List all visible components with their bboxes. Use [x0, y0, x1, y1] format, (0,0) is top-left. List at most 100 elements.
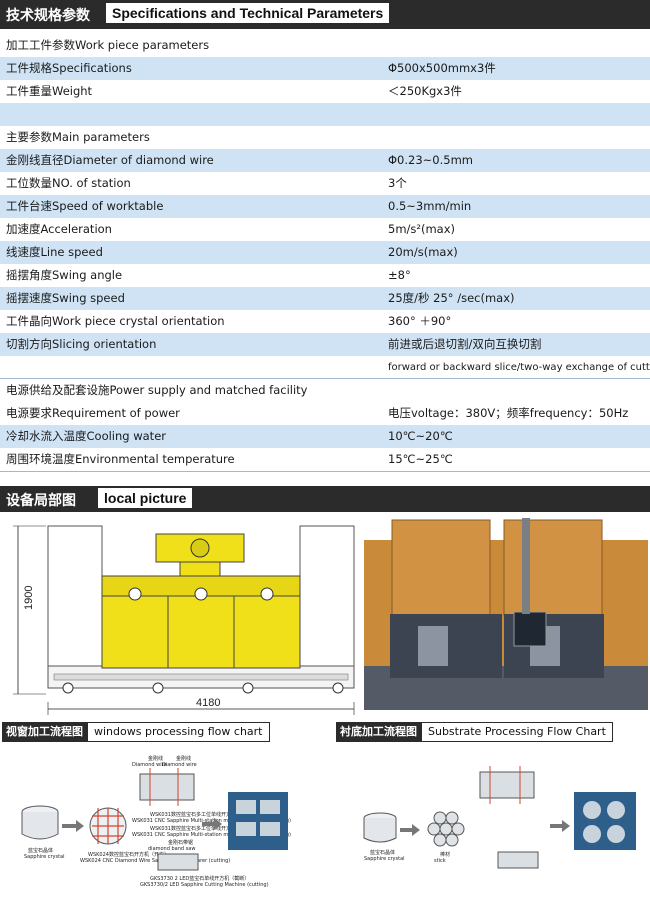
height-dimension: 1900 — [23, 586, 35, 610]
row-label: 金刚线直径Diameter of diamond wire — [6, 153, 214, 167]
flow-crystal-label-en: Sapphire crystal — [364, 856, 405, 862]
stick-cluster — [427, 811, 465, 847]
row-value: Φ500x500mmx3件 — [388, 61, 496, 75]
row-value: 25度/秒 25° /sec(max) — [388, 291, 515, 305]
spec-header-en: Specifications and Technical Parameters — [106, 3, 390, 23]
window-piece — [236, 822, 256, 836]
table-row: 线速度Line speed 20m/s(max) — [0, 241, 650, 264]
row-value: 前进或后退切割/双向互换切割 — [388, 337, 542, 351]
band-block — [497, 851, 539, 869]
row-label: 加工工件参数Work piece parameters — [6, 38, 210, 52]
row-label: 主要参数Main parameters — [6, 130, 150, 144]
row-value: 0.5~3mm/min — [388, 199, 472, 213]
crystal-body — [21, 812, 59, 840]
table-row: 金刚线直径Diameter of diamond wire Φ0.23~0.5mm — [0, 149, 650, 172]
table-row: 切割方向Slicing orientation 前进或后退切割/双向互换切割 — [0, 333, 650, 356]
wafer — [607, 825, 625, 843]
flow-m4-label-en: GKS3730/2 LED Sapphire Cutting Machine (… — [140, 882, 269, 888]
local-picture-header: 设备局部图 local picture — [0, 486, 650, 512]
cabinet-top-left — [391, 519, 491, 617]
window-piece — [260, 800, 280, 814]
table-row: 周围环境温度Environmental temperature 15℃~25℃ — [0, 448, 650, 471]
row-value: 5m/s²(max) — [388, 222, 456, 236]
table-row: 摇摆速度Swing speed 25度/秒 25° /sec(max) — [0, 287, 650, 310]
wheel — [152, 682, 164, 694]
row-label: 工件晶向Work piece crystal orientation — [6, 314, 225, 328]
pipe — [522, 518, 530, 614]
top-motor — [190, 538, 210, 558]
row-label: 工件台速Speed of worktable — [6, 199, 164, 213]
divider — [0, 378, 650, 379]
row-label: 加速度Acceleration — [6, 222, 112, 236]
cabinet-top-right — [503, 519, 603, 617]
table-row: 电源供给及配套设施Power supply and matched facili… — [0, 379, 650, 402]
neck — [179, 561, 221, 577]
window-caption-en: windows processing flow chart — [87, 722, 270, 742]
station-gauge — [128, 587, 142, 601]
table-row: 工件晶向Work piece crystal orientation 360° ＋… — [0, 310, 650, 333]
row-label: 摇摆角度Swing angle — [6, 268, 123, 282]
table-row: 工件重量Weight＜250Kgx3件 — [0, 80, 650, 103]
arrow-icon — [400, 824, 420, 836]
substrate-flow-chart: 蓝宝石晶体 Sapphire crystal 棒材 stick — [363, 766, 636, 869]
flow-stick-label: 棒材 — [440, 851, 450, 858]
row-value: 10℃~20℃ — [388, 429, 453, 443]
row-value: 20m/s(max) — [388, 245, 458, 259]
station-gauge — [194, 587, 208, 601]
flow-m3-label-en: WSK031 CNC Sapphire Multi-station monoli… — [132, 832, 291, 838]
wheel — [332, 682, 344, 694]
station-gauge — [260, 587, 274, 601]
row-label: 线速度Line speed — [6, 245, 103, 259]
row-label: 电源要求Requirement of power — [6, 406, 180, 420]
flow-wire1-label: 金刚线 — [148, 755, 163, 762]
row-value: 3个 — [388, 176, 407, 190]
spec-header-cn: 技术规格参数 — [6, 8, 90, 24]
arrow-icon — [202, 818, 222, 830]
flow-stick-label-en: stick — [434, 858, 446, 864]
window-flow-chart: 蓝宝石晶体 Sapphire crystal WSK024数控蓝宝石开方机（开方… — [21, 755, 291, 888]
window-piece — [236, 800, 256, 814]
table-row: 电源要求Requirement of power 电压voltage：380V；频… — [0, 402, 650, 425]
flow-m1-label-en: WSK024 CNC Diamond Wire Saw Sapphire Squ… — [80, 858, 230, 864]
wafer — [583, 801, 601, 819]
table-row: 摇摆角度Swing angle±8° — [0, 264, 650, 287]
flow-crystal-label-en: Sapphire crystal — [24, 854, 65, 860]
station-head — [418, 626, 448, 666]
row-note: forward or backward slice/two-way exchan… — [388, 362, 650, 373]
row-value: 15℃~25℃ — [388, 452, 453, 466]
flow-wire1-label-en: Diamond wire — [132, 762, 167, 768]
flow-wire2-label-en: Diamond wire — [162, 762, 197, 768]
window-piece — [260, 822, 280, 836]
table-row: 加速度Acceleration 5m/s²(max) — [0, 218, 650, 241]
control-screen — [513, 611, 547, 647]
table-row: 主要参数Main parameters — [0, 126, 650, 149]
row-label: 切割方向Slicing orientation — [6, 337, 157, 351]
row-label: 工件规格Specifications — [6, 61, 132, 75]
row-label: 工位数量NO. of station — [6, 176, 131, 190]
table-row: 冷却水流入温度Cooling water 10℃~20℃ — [0, 425, 650, 448]
row-value: 电压voltage：380V；频率frequency：50Hz — [388, 406, 629, 420]
row-value: Φ0.23~0.5mm — [388, 153, 473, 167]
wafer — [583, 825, 601, 843]
flow-m4-label: GKS3730 2 LED蓝宝石单线开方机（截断） — [150, 875, 249, 882]
local-header-cn: 设备局部图 — [6, 493, 76, 509]
substrate-caption-cn: 衬底加工流程图 — [336, 722, 421, 742]
square-block — [139, 773, 195, 801]
width-dimension: 4180 — [196, 697, 220, 709]
output-panel — [574, 792, 636, 850]
row-label: 周围环境温度Environmental temperature — [6, 452, 235, 466]
arrow-icon — [62, 820, 84, 832]
window-caption-cn: 视窗加工流程图 — [2, 722, 87, 742]
row-value: 360° ＋90° — [388, 314, 452, 328]
spec-header: 技术规格参数 Specifications and Technical Para… — [0, 0, 650, 29]
table-row: 工件规格Specifications Φ500x500mmx3件 — [0, 57, 650, 80]
row-label: 冷却水流入温度Cooling water — [6, 429, 166, 443]
block — [479, 771, 535, 799]
table-row: 工件台速Speed of worktable 0.5~3mm/min — [0, 195, 650, 218]
right-frame — [299, 525, 355, 683]
row-label: 摇摆速度Swing speed — [6, 291, 125, 305]
flow-m1-label: WSK024数控蓝宝石开方机（开方） — [88, 851, 169, 858]
wheel — [62, 682, 74, 694]
flow-m3-label: WSK031数控蓝宝石多工位单线开方机（截断） — [150, 825, 256, 832]
